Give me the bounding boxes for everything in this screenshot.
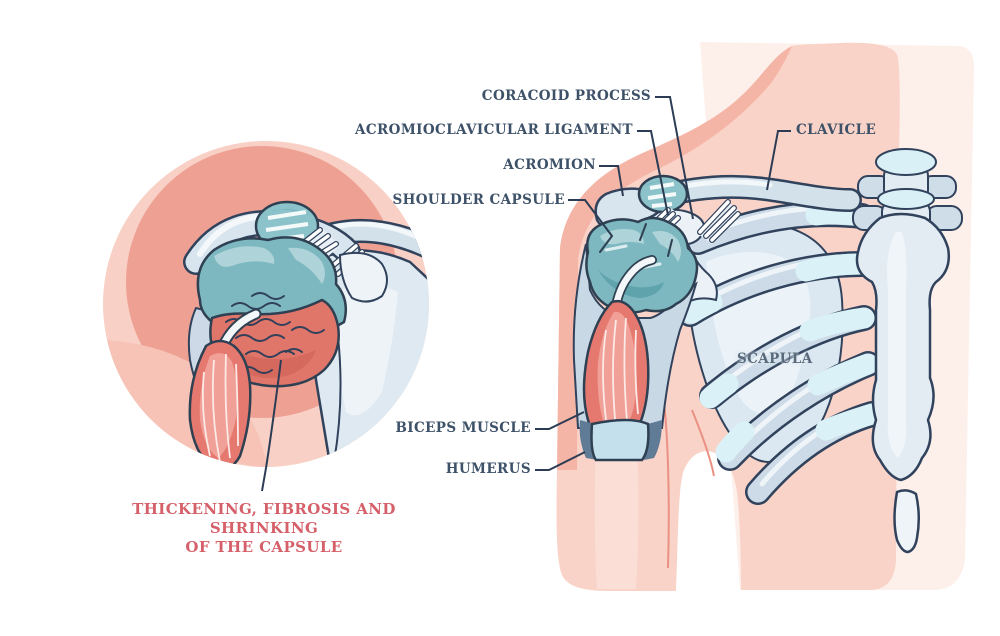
leader-line-acromioclavicular-ligament (637, 130, 669, 216)
closeup-scapula-highlight (337, 284, 398, 416)
leader-line-coracoid-process (655, 96, 694, 220)
armpit-crease (691, 409, 715, 477)
pathology-caption-line2: OF THE CAPSULE (185, 538, 343, 556)
pathology-caption-line1: THICKENING, FIBROSIS AND SHRINKING (132, 500, 396, 537)
label-coracoid-process: CORACOID PROCESS (481, 88, 651, 104)
capsule-closeup-figure (103, 141, 429, 492)
label-biceps-muscle: BICEPS MUSCLE (395, 420, 531, 436)
leader-line-humerus (535, 451, 586, 471)
leader-lines (535, 96, 791, 471)
closeup-glenoid (338, 251, 388, 303)
closeup-capsule-lobe1 (214, 246, 275, 267)
label-shoulder-capsule: SHOULDER CAPSULE (392, 192, 565, 208)
leader-line-shoulder-capsule (568, 199, 613, 237)
closeup-fibrosis-dark (228, 344, 316, 378)
biceps-muscle-shape (582, 299, 650, 446)
pathology-caption: THICKENING, FIBROSIS AND SHRINKING OF TH… (94, 500, 434, 557)
label-acromioclavicular-ligament: ACROMIOCLAVICULAR LIGAMENT (355, 122, 633, 138)
biceps-tendon-fill (612, 256, 656, 310)
closeup-biceps (188, 339, 252, 467)
sternum-highlight (887, 232, 907, 458)
xiphoid-process (893, 489, 920, 554)
leader-line-caption (261, 359, 282, 492)
leader-line-acromion (599, 165, 624, 197)
shoulder-overview-figure (556, 42, 975, 591)
closeup-capsule-lobe2 (288, 247, 325, 284)
leader-line-clavicle (766, 130, 791, 191)
leader-line-biceps-muscle (535, 411, 585, 430)
label-clavicle: CLAVICLE (796, 122, 877, 138)
humerus-bone (579, 418, 662, 462)
label-acromion: ACROMION (503, 157, 596, 173)
label-scapula: SCAPULA (737, 351, 813, 367)
ribs (677, 201, 885, 505)
label-humerus: HUMERUS (445, 461, 531, 477)
